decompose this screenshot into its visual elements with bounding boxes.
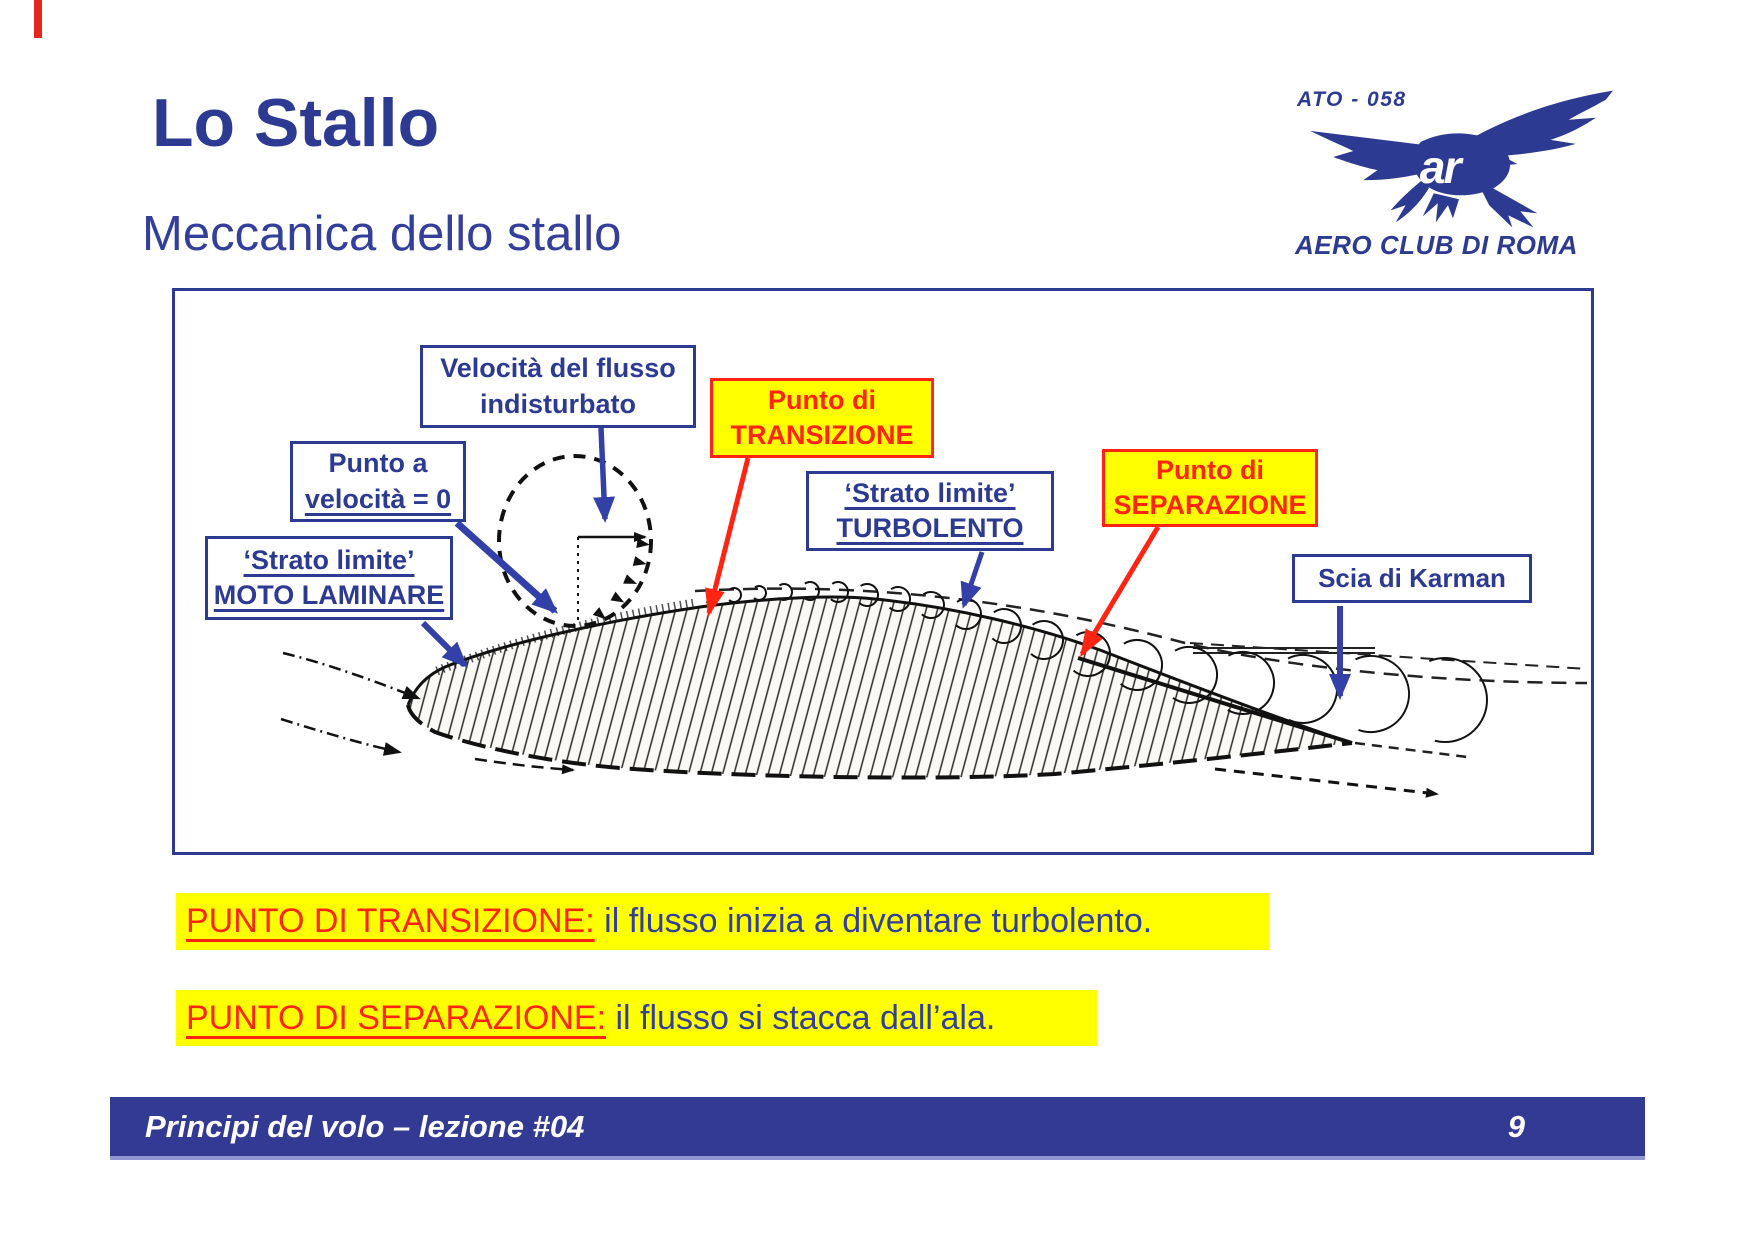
label-line: Velocità del flusso bbox=[440, 353, 676, 384]
label-strato-limite-turbolento: ‘Strato limite’ TURBOLENTO bbox=[806, 471, 1054, 551]
label-strato-limite-laminare: ‘Strato limite’ MOTO LAMINARE bbox=[205, 536, 453, 620]
slide-subtitle: Meccanica dello stallo bbox=[142, 207, 622, 261]
note-term: PUNTO DI TRANSIZIONE: bbox=[186, 902, 595, 940]
label-line: SEPARAZIONE bbox=[1113, 490, 1307, 520]
punto-velocita-zero-arrow bbox=[454, 520, 558, 614]
wake-dashes bbox=[1214, 767, 1439, 798]
note-text: il flusso inizia a diventare turbolento. bbox=[594, 902, 1153, 940]
ato-code: ATO - 058 bbox=[1297, 88, 1407, 111]
label-line: TURBOLENTO bbox=[836, 513, 1024, 543]
incoming-streamlines bbox=[280, 651, 575, 775]
separated-shear-line bbox=[1077, 656, 1353, 745]
label-line: ‘Strato limite’ bbox=[844, 477, 1016, 508]
label-line: MOTO LAMINARE bbox=[213, 580, 445, 610]
page-number: 9 bbox=[1507, 1109, 1525, 1144]
note-term: PUNTO DI SEPARAZIONE: bbox=[186, 998, 607, 1037]
footer-lesson-title: Principi del volo – lezione #04 bbox=[145, 1109, 585, 1144]
label-line: Punto a bbox=[328, 448, 428, 479]
label-punto-velocita-zero: Punto a velocità = 0 bbox=[290, 441, 466, 522]
red-edge-mark bbox=[34, 0, 42, 38]
label-line: TRANSIZIONE bbox=[730, 420, 914, 450]
boundary-layer-lines bbox=[694, 587, 1588, 759]
logo-monogram: ar bbox=[1420, 141, 1465, 193]
label-arrows bbox=[420, 427, 1351, 700]
label-line: Punto di bbox=[1156, 454, 1264, 485]
label-line: Punto di bbox=[768, 384, 876, 415]
note-punto-transizione: PUNTO DI TRANSIZIONE: il flusso inizia a… bbox=[176, 893, 1269, 950]
label-line: ‘Strato limite’ bbox=[243, 544, 415, 575]
footer-bar: Principi del volo – lezione #04 9 bbox=[110, 1097, 1645, 1160]
label-punto-transizione: Punto di TRANSIZIONE bbox=[710, 378, 934, 458]
aero-club-name: AERO CLUB DI ROMA bbox=[1295, 230, 1578, 260]
stagnation-magnifier bbox=[497, 454, 653, 628]
label-scia-di-karman: Scia di Karman bbox=[1292, 554, 1532, 603]
page-title: Lo Stallo bbox=[152, 85, 440, 161]
label-line: indisturbato bbox=[480, 388, 636, 419]
airfoil-profile bbox=[406, 595, 1353, 780]
label-line: velocità = 0 bbox=[304, 483, 452, 514]
eagle-logo-icon: ar bbox=[1310, 90, 1613, 228]
laminar-layer-texture bbox=[435, 598, 696, 676]
label-line: Scia di Karman bbox=[1318, 562, 1506, 593]
note-punto-separazione: PUNTO DI SEPARAZIONE: il flusso si stacc… bbox=[176, 990, 1097, 1046]
separazione-arrow bbox=[1079, 525, 1161, 658]
transizione-arrow bbox=[705, 457, 751, 617]
velocity-profile-arrows bbox=[592, 538, 650, 620]
label-punto-separazione: Punto di SEPARAZIONE bbox=[1102, 449, 1318, 527]
airfoil-sketch bbox=[280, 427, 1588, 798]
turbolento-arrow bbox=[960, 551, 985, 609]
moto-laminare-arrow bbox=[420, 620, 468, 668]
velocita-arrow bbox=[593, 427, 616, 523]
note-text: il flusso si stacca dall’ala. bbox=[606, 998, 996, 1037]
label-velocita-flusso: Velocità del flusso indisturbato bbox=[420, 345, 696, 428]
